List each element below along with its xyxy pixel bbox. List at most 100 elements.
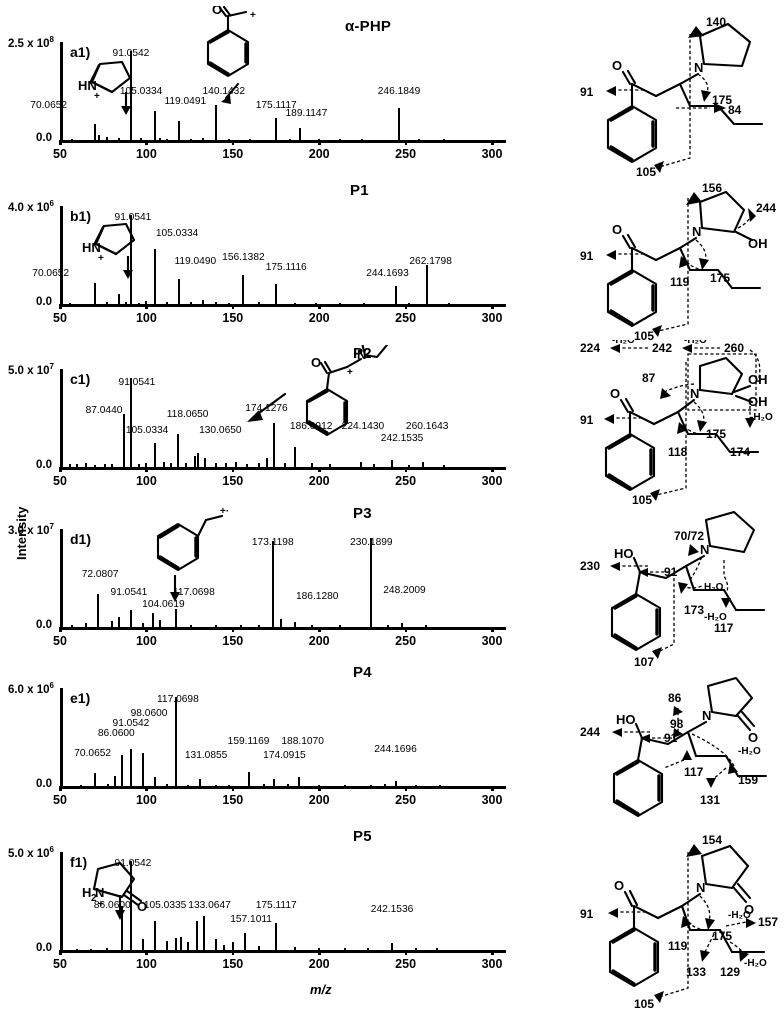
panel-sample-title: P3 bbox=[353, 505, 372, 522]
y-axis-max-exponent: 6 bbox=[49, 845, 54, 854]
spectrum-peak bbox=[283, 463, 286, 467]
spectrum-peak bbox=[169, 462, 172, 467]
x-axis-line bbox=[60, 786, 506, 789]
svg-text:N: N bbox=[694, 60, 703, 75]
panel-sample-title: P1 bbox=[350, 182, 369, 199]
x-axis-tick-label: 200 bbox=[308, 474, 330, 488]
y-axis-max-exponent: 6 bbox=[49, 681, 54, 690]
x-axis-tick bbox=[404, 786, 408, 791]
spectrum-peak bbox=[178, 120, 181, 140]
peak-label: 119.0491 bbox=[164, 96, 207, 107]
peak-label: 131.0855 bbox=[184, 750, 228, 761]
y-axis-max-label: 5.0 x 106 bbox=[0, 845, 54, 860]
fragment-242: 242 bbox=[652, 341, 672, 355]
spectrum-peak bbox=[370, 538, 373, 627]
spectrum-peak bbox=[71, 138, 74, 140]
peak-label: 91.0542 bbox=[114, 858, 152, 869]
x-axis-tick bbox=[491, 304, 494, 309]
spectrum-peak bbox=[414, 784, 417, 786]
peak-label: 86.0600 bbox=[97, 728, 135, 739]
peak-label: 188.1070 bbox=[281, 736, 324, 747]
svg-text:O: O bbox=[612, 222, 622, 237]
x-axis-tick-label: 200 bbox=[308, 147, 330, 161]
spectrum-peak bbox=[176, 434, 179, 467]
spectrum-peak bbox=[162, 461, 165, 467]
spectrum-peak bbox=[214, 462, 217, 467]
x-axis-tick bbox=[491, 140, 494, 145]
spectrum-peak bbox=[190, 138, 193, 140]
x-axis-tick-label: 250 bbox=[395, 634, 417, 648]
loss-h2o-d2-b: -H₂O bbox=[704, 612, 727, 623]
spectrum-peak bbox=[414, 948, 417, 950]
y-axis-zero-label: 0.0 bbox=[36, 942, 52, 954]
x-axis-tick-label: 250 bbox=[395, 793, 417, 807]
y-axis-line bbox=[60, 206, 63, 304]
spectrum-peak bbox=[257, 302, 260, 304]
x-axis-line bbox=[60, 627, 506, 630]
spectrum-peak bbox=[257, 463, 260, 467]
peak-label: 242.1536 bbox=[370, 904, 414, 915]
spectrum-peak bbox=[273, 778, 276, 786]
x-axis-tick-label: 300 bbox=[481, 147, 503, 161]
spectrum-peak bbox=[370, 784, 373, 786]
y-axis-max-mantissa: 2.5 x 10 bbox=[7, 37, 50, 50]
spectrum-peak bbox=[373, 464, 376, 467]
spectrum-peak bbox=[318, 138, 321, 140]
peak-label: 91.0541 bbox=[114, 212, 152, 223]
spectrum-peak bbox=[202, 300, 205, 304]
spectrum-peak bbox=[214, 625, 217, 627]
x-axis-tick bbox=[145, 140, 148, 145]
spectrum-peak bbox=[138, 302, 141, 304]
spectrum-peak bbox=[117, 294, 120, 304]
spectrum-peak bbox=[425, 625, 428, 627]
spectrum-peak bbox=[129, 861, 132, 950]
peak-label: 157.1011 bbox=[230, 914, 272, 925]
spectrum-peak bbox=[394, 286, 397, 304]
fragment-118: 118 bbox=[668, 445, 688, 459]
spectrum-peak bbox=[174, 697, 177, 786]
x-axis-tick-label: 50 bbox=[53, 634, 67, 648]
x-axis-tick-label: 150 bbox=[222, 311, 244, 325]
spectrum-peak bbox=[224, 463, 227, 467]
inset-arrow-f1 bbox=[115, 895, 125, 920]
spectrum-peak bbox=[318, 948, 321, 950]
svg-text:O: O bbox=[612, 58, 622, 73]
x-axis-tick bbox=[404, 467, 408, 472]
spectrum-peak bbox=[401, 622, 404, 627]
peak-label: 70.0652 bbox=[30, 100, 68, 111]
x-axis-tick bbox=[145, 627, 148, 632]
x-axis-tick-label: 200 bbox=[308, 634, 330, 648]
x-axis-tick-label: 50 bbox=[53, 147, 67, 161]
y-axis-line bbox=[60, 369, 63, 467]
fragment-156: 156 bbox=[702, 181, 722, 195]
fragment-230: 230 bbox=[580, 559, 600, 573]
fragment-154: 154 bbox=[702, 833, 722, 847]
x-axis-tick-label: 300 bbox=[481, 957, 503, 971]
y-axis-max-mantissa: 5.0 x 10 bbox=[7, 847, 50, 860]
y-axis-max-label: 5.0 x 107 bbox=[0, 362, 54, 377]
spectrum-peak bbox=[140, 138, 143, 140]
y-axis-max-label: 6.0 x 106 bbox=[0, 681, 54, 696]
x-axis-tick-label: 250 bbox=[395, 957, 417, 971]
panel-sample-title: P5 bbox=[353, 828, 372, 845]
peak-label: 91.0541 bbox=[110, 587, 148, 598]
peak-label: 91.0542 bbox=[112, 48, 150, 59]
svg-text:N: N bbox=[700, 542, 709, 557]
svg-text:O: O bbox=[744, 902, 754, 917]
spectrum-peak bbox=[159, 619, 162, 627]
x-axis-tick bbox=[231, 627, 235, 632]
fragment-175: 175 bbox=[712, 929, 732, 943]
spectrum-peak bbox=[129, 215, 132, 304]
fragment-260: 260 bbox=[724, 341, 744, 355]
y-axis-max-label: 3.0 x 107 bbox=[0, 522, 54, 537]
svg-text:HO: HO bbox=[614, 546, 634, 561]
spectrum-peak bbox=[79, 784, 82, 786]
x-axis-tick bbox=[145, 304, 148, 309]
x-axis-tick-label: 150 bbox=[222, 147, 244, 161]
svg-text:O: O bbox=[212, 6, 222, 17]
spectrum-peak bbox=[242, 274, 245, 304]
x-axis-tick-label: 300 bbox=[481, 793, 503, 807]
